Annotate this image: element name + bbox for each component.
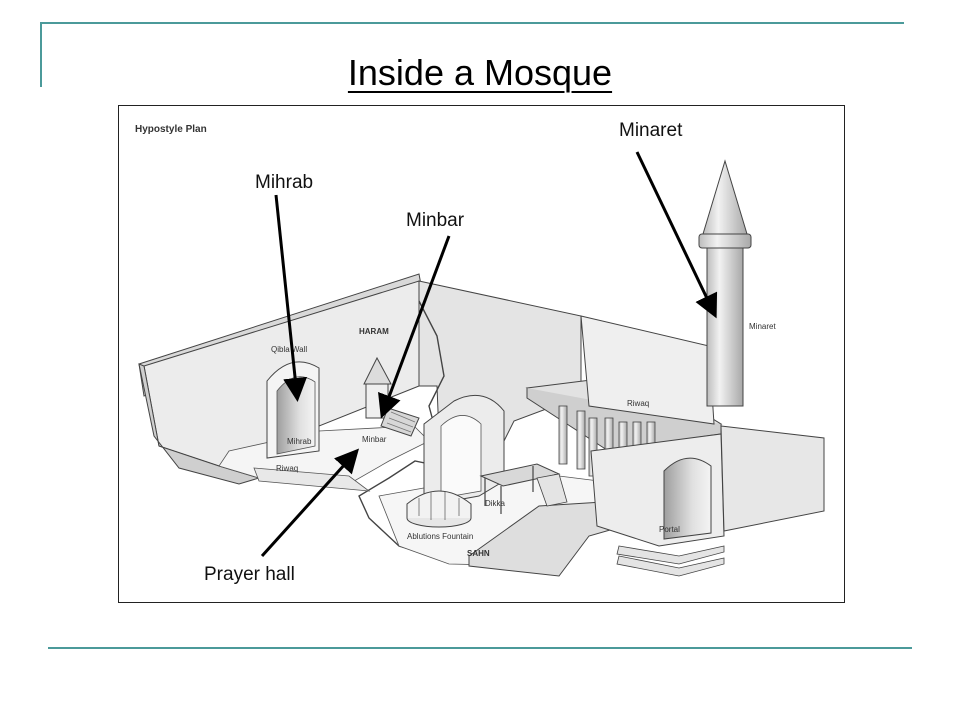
dikka-stairs xyxy=(536,473,568,507)
sahn-label: SAHN xyxy=(467,549,490,558)
minaret-arrow xyxy=(635,151,718,319)
riwaq-columns xyxy=(558,405,656,477)
dikka-label: Dikka xyxy=(485,499,506,508)
right-enclosure-wall xyxy=(720,425,825,532)
fountain-label: Ablutions Fountain xyxy=(407,532,473,541)
portal-steps xyxy=(616,545,725,577)
minaret-cone xyxy=(702,159,748,235)
riwaq-right-label: Riwaq xyxy=(627,399,649,408)
fountain-dome xyxy=(406,490,472,518)
minbar-arrow xyxy=(378,235,451,419)
figure-labels: Qibla Wall HARAM Mihrab Minbar Riwaq Riw… xyxy=(271,322,776,558)
prayer-hall-callout-label: Prayer hall xyxy=(204,564,295,585)
top-divider-line xyxy=(40,22,904,24)
portal-label: Portal xyxy=(659,525,680,534)
mihrab-arrow xyxy=(274,194,308,402)
rear-wall xyxy=(580,315,715,425)
portal-arch xyxy=(663,457,712,540)
minaret-part-label: Minaret xyxy=(749,322,776,331)
minbar-part-label: Minbar xyxy=(362,435,387,444)
minaret-shaft xyxy=(706,245,744,407)
haram-label: HARAM xyxy=(359,327,389,336)
mihrab-callout-label: Mihrab xyxy=(255,172,314,193)
bottom-divider-line xyxy=(48,647,912,649)
fountain-ribs xyxy=(418,492,460,520)
slide-title: Inside a Mosque xyxy=(347,52,613,93)
plan-heading: Hypostyle Plan xyxy=(135,124,207,135)
qibla-wall-label: Qibla Wall xyxy=(271,345,307,354)
minaret-callout-label: Minaret xyxy=(619,120,683,141)
left-accent-line xyxy=(40,22,42,87)
minbar-callout-label: Minbar xyxy=(406,210,465,231)
mihrab-part-label: Mihrab xyxy=(287,437,312,446)
riwaq-left-label: Riwaq xyxy=(276,464,298,473)
dikka-legs xyxy=(484,466,556,514)
sahn-arch-opening xyxy=(440,415,482,499)
prayer-hall-arrow xyxy=(260,448,360,558)
left-riwaq-floor xyxy=(253,467,371,492)
